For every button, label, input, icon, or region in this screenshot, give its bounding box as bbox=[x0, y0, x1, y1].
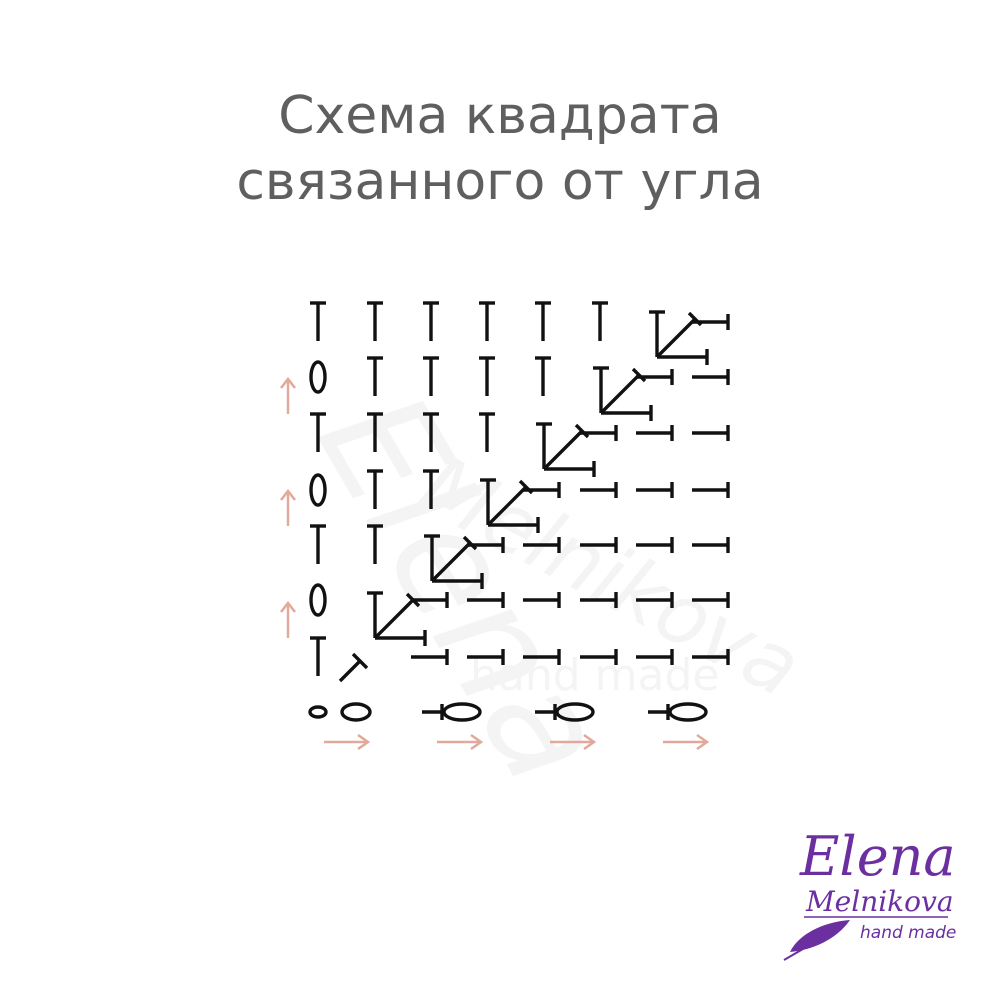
stitch-dc-horizontal bbox=[580, 649, 618, 665]
stitch-chain-vertical bbox=[309, 583, 327, 617]
arrow-right-icon bbox=[550, 733, 597, 751]
arrow-up-icon bbox=[280, 488, 296, 526]
stitch-dc-horizontal bbox=[411, 649, 449, 665]
logo: Elena Melnikova hand made bbox=[783, 825, 956, 961]
stitch-dc-vertical bbox=[479, 412, 495, 452]
stitch-chain-horizontal bbox=[648, 702, 708, 722]
stitch-dc-horizontal bbox=[636, 482, 674, 498]
stitch-dc-vertical bbox=[479, 356, 495, 396]
stitch-dc-vertical bbox=[479, 301, 495, 341]
arrow-right-icon bbox=[324, 733, 371, 751]
stitch-dc-horizontal bbox=[580, 482, 618, 498]
stitch-grid bbox=[308, 301, 730, 722]
stitch-dc-horizontal bbox=[411, 592, 449, 608]
stitch-dc-vertical bbox=[423, 412, 439, 452]
stitch-dc-horizontal bbox=[692, 482, 730, 498]
stitch-dc-vertical bbox=[367, 469, 383, 509]
arrow-up-icon bbox=[280, 600, 296, 638]
stitch-slip bbox=[308, 705, 328, 719]
stitch-dc-vertical bbox=[367, 524, 383, 564]
arrow-right-icon bbox=[437, 733, 484, 751]
stitch-chain-horizontal bbox=[340, 702, 372, 722]
stitch-dc-vertical bbox=[310, 636, 326, 676]
stitch-dc-vertical bbox=[367, 356, 383, 396]
title-line-1: Схема квадрата bbox=[278, 86, 722, 146]
stitch-dc-horizontal bbox=[636, 592, 674, 608]
feather-icon bbox=[783, 920, 850, 961]
stitch-dc-vertical bbox=[367, 412, 383, 452]
stitch-dc-vertical bbox=[310, 412, 326, 452]
stitch-dc-v-increase bbox=[424, 534, 484, 589]
stitch-dc-horizontal bbox=[580, 537, 618, 553]
stitch-dc-vertical bbox=[535, 301, 551, 341]
stitch-dc-vertical bbox=[423, 356, 439, 396]
stitch-dc-v-increase bbox=[367, 591, 427, 646]
stitch-dc-vertical bbox=[310, 524, 326, 564]
stitch-dc-vertical bbox=[535, 356, 551, 396]
stitch-dc-vertical bbox=[592, 301, 608, 341]
stitch-chain-horizontal bbox=[535, 702, 595, 722]
stitch-chain-vertical bbox=[309, 473, 327, 507]
stitch-dc-horizontal bbox=[636, 537, 674, 553]
direction-arrows bbox=[280, 376, 710, 751]
stitch-dc-horizontal bbox=[523, 592, 561, 608]
stitch-dc-horizontal bbox=[580, 592, 618, 608]
stitch-chain-horizontal bbox=[422, 702, 482, 722]
stitch-dc-horizontal bbox=[523, 537, 561, 553]
stitch-dc-vertical bbox=[423, 469, 439, 509]
stitch-dc-horizontal bbox=[692, 425, 730, 441]
stitch-dc-v-increase bbox=[649, 310, 709, 365]
stitch-dc-horizontal bbox=[636, 649, 674, 665]
stitch-dc-v-increase bbox=[480, 478, 540, 533]
stitch-dc-horizontal bbox=[467, 592, 505, 608]
stitch-dc-horizontal bbox=[692, 537, 730, 553]
stitch-dc-vertical bbox=[423, 301, 439, 341]
stitch-dc-horizontal bbox=[636, 425, 674, 441]
logo-tagline: hand made bbox=[860, 923, 956, 943]
stitch-dc-vertical bbox=[310, 301, 326, 341]
stitch-dc-v-increase bbox=[593, 366, 653, 421]
stitch-chain-vertical bbox=[309, 360, 327, 394]
stitch-dc-vertical bbox=[367, 301, 383, 341]
logo-line-2: Melnikova bbox=[805, 885, 954, 918]
stitch-dc-diagonal bbox=[338, 652, 369, 683]
stitch-dc-horizontal bbox=[692, 592, 730, 608]
arrow-up-icon bbox=[280, 376, 296, 414]
logo-line-1: Elena bbox=[799, 825, 956, 888]
stitch-dc-horizontal bbox=[467, 649, 505, 665]
title-line-2: связанного от угла bbox=[236, 152, 764, 212]
stitch-dc-horizontal bbox=[692, 649, 730, 665]
stitch-dc-v-increase bbox=[536, 422, 596, 477]
arrow-right-icon bbox=[663, 733, 710, 751]
stitch-dc-horizontal bbox=[692, 369, 730, 385]
stitch-dc-horizontal bbox=[523, 649, 561, 665]
